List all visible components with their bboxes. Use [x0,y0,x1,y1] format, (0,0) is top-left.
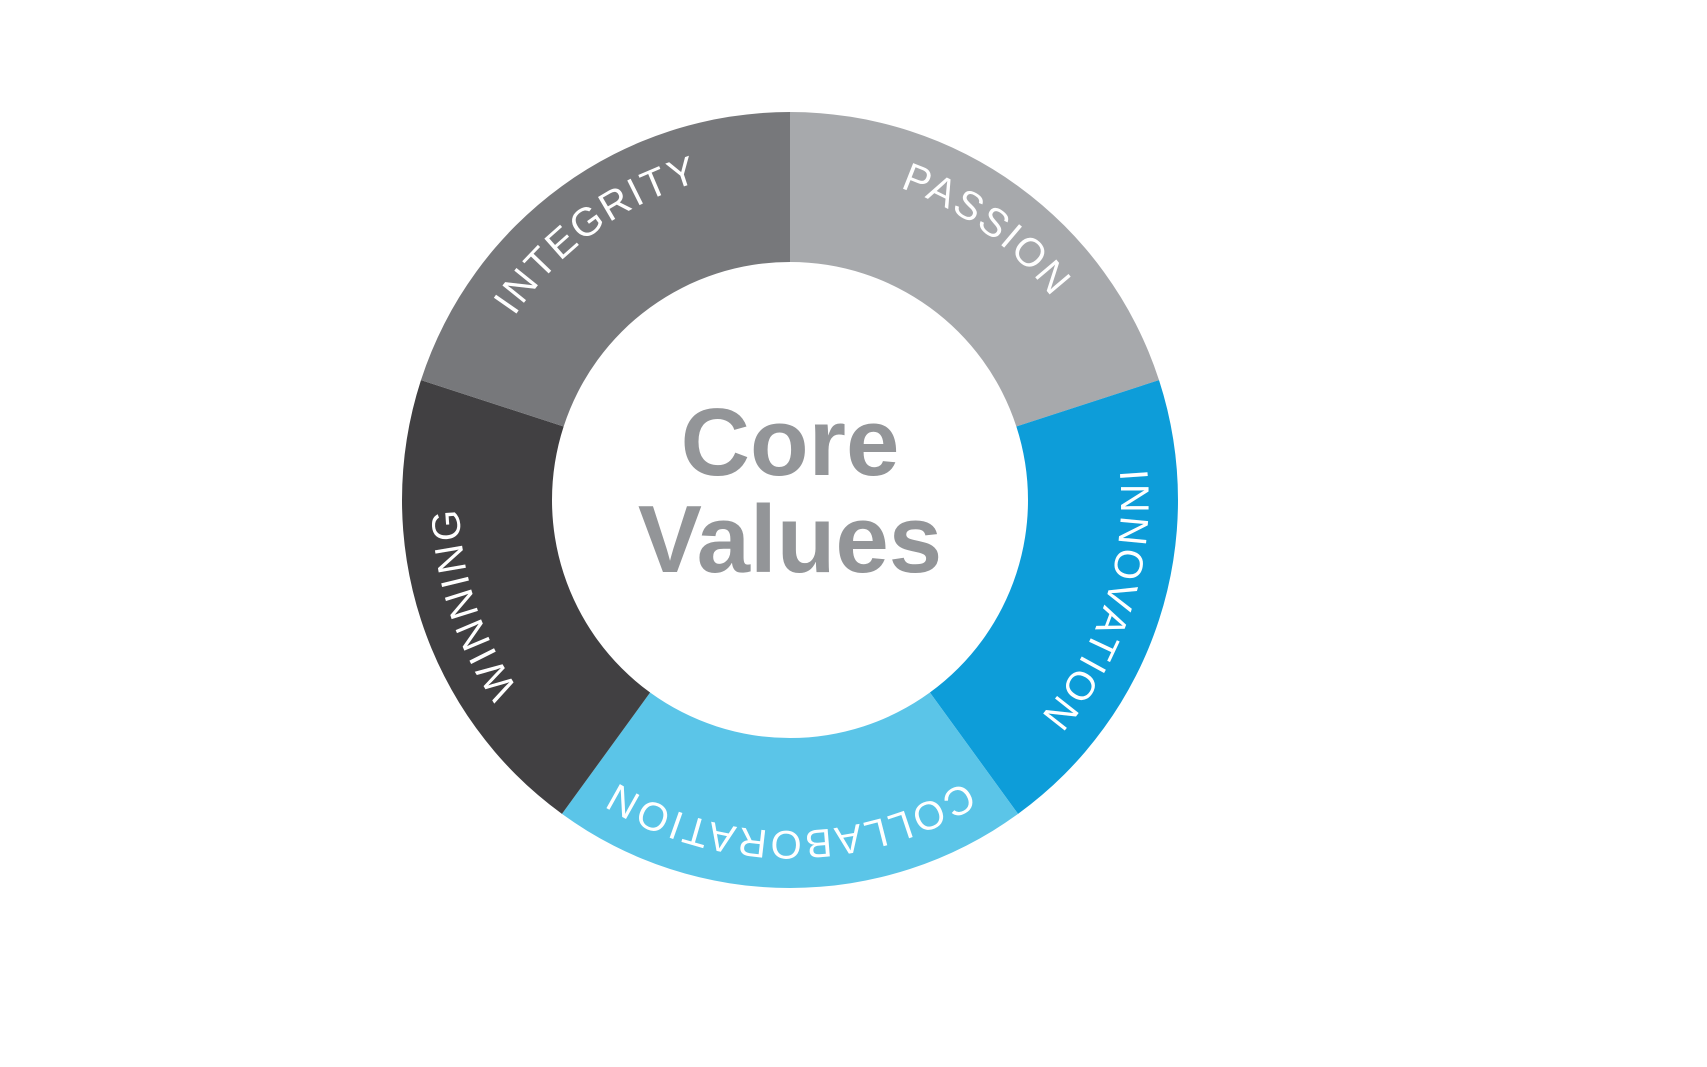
donut-segment-integrity[interactable] [420,112,790,427]
donut-segment-passion[interactable] [790,112,1160,427]
donut-segment-winning[interactable] [401,380,651,814]
center-title-line-2: Values [638,486,942,593]
donut-segment-collaboration[interactable] [561,692,1019,888]
donut-segments [401,112,1178,888]
donut-segment-innovation[interactable] [929,380,1178,814]
center-title-line-1: Core [681,389,900,496]
